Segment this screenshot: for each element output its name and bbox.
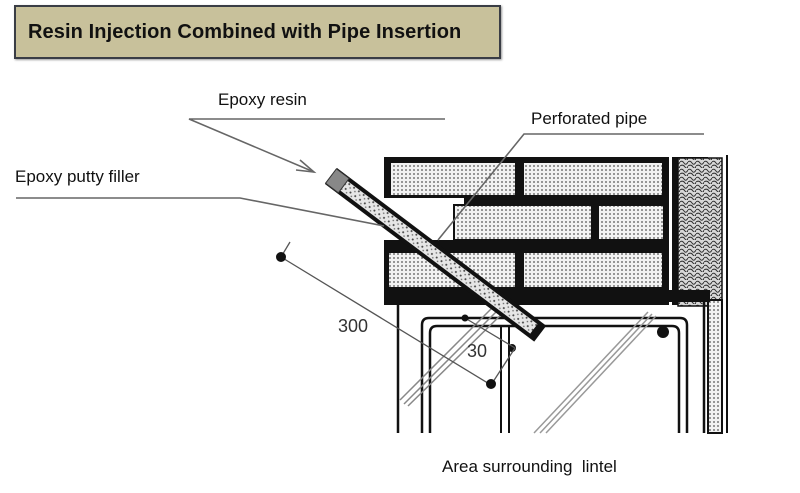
epoxy-resin-arrowhead xyxy=(295,159,317,174)
epoxy-putty-leader xyxy=(16,197,385,227)
perforated-pipe xyxy=(324,168,547,342)
diagram-title: Resin Injection Combined with Pipe Inser… xyxy=(28,20,462,43)
brick xyxy=(453,204,593,241)
dimension-node xyxy=(461,314,469,322)
label-area-surrounding-lintel: Area surrounding lintel xyxy=(442,457,617,476)
dimension-node xyxy=(486,379,496,389)
dimension-30: 30 xyxy=(467,341,488,361)
leader-lines xyxy=(16,118,704,241)
brick xyxy=(389,161,517,197)
label-perforated-pipe: Perforated pipe xyxy=(531,109,648,128)
brick xyxy=(522,251,664,289)
title-box: Resin Injection Combined with Pipe Inser… xyxy=(14,5,501,59)
epoxy-resin-leader xyxy=(188,118,445,173)
label-epoxy-putty-filler: Epoxy putty filler xyxy=(15,167,140,186)
insulation-column xyxy=(672,155,728,434)
dimension-lines xyxy=(280,241,516,386)
rebar xyxy=(657,326,669,338)
brick xyxy=(522,161,664,197)
dimension-300: 300 xyxy=(338,316,369,336)
dimension-node xyxy=(276,252,286,262)
perforated-pipe-leader xyxy=(437,133,704,241)
lintel xyxy=(390,290,710,434)
label-epoxy-resin: Epoxy resin xyxy=(218,90,307,109)
brick xyxy=(597,204,665,241)
